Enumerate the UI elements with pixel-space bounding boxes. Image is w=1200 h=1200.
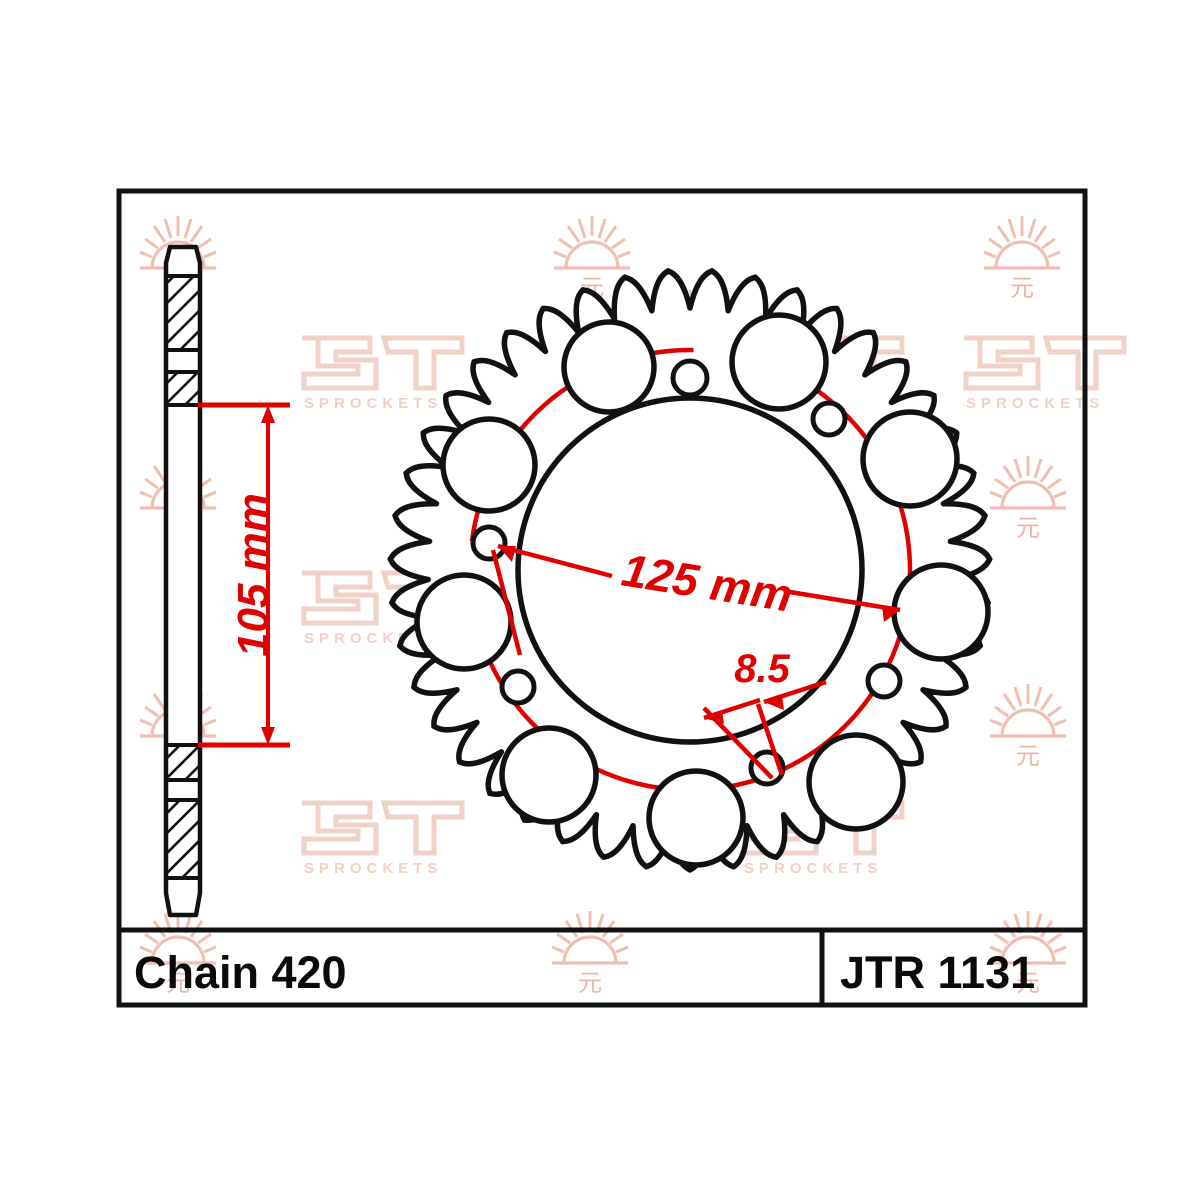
center-bore — [515, 395, 865, 745]
bolt-holes — [470, 358, 903, 787]
part-number-label: JTR 1131 — [840, 947, 1035, 998]
dimension-8-5: 8.5 — [702, 647, 827, 780]
dimension-8-5-label: 8.5 — [734, 647, 790, 691]
section-hatching — [166, 276, 200, 878]
sprocket-face-view — [387, 268, 993, 873]
bolt-circle-125mm — [467, 347, 913, 793]
drawing-frame — [116, 188, 1088, 1008]
chain-label: Chain 420 — [134, 947, 347, 998]
lightening-holes — [414, 312, 991, 868]
sprocket-side-section-view — [163, 244, 203, 918]
dimension-105mm: 105 mm — [198, 402, 290, 748]
dimension-105mm-label: 105 mm — [229, 493, 278, 657]
